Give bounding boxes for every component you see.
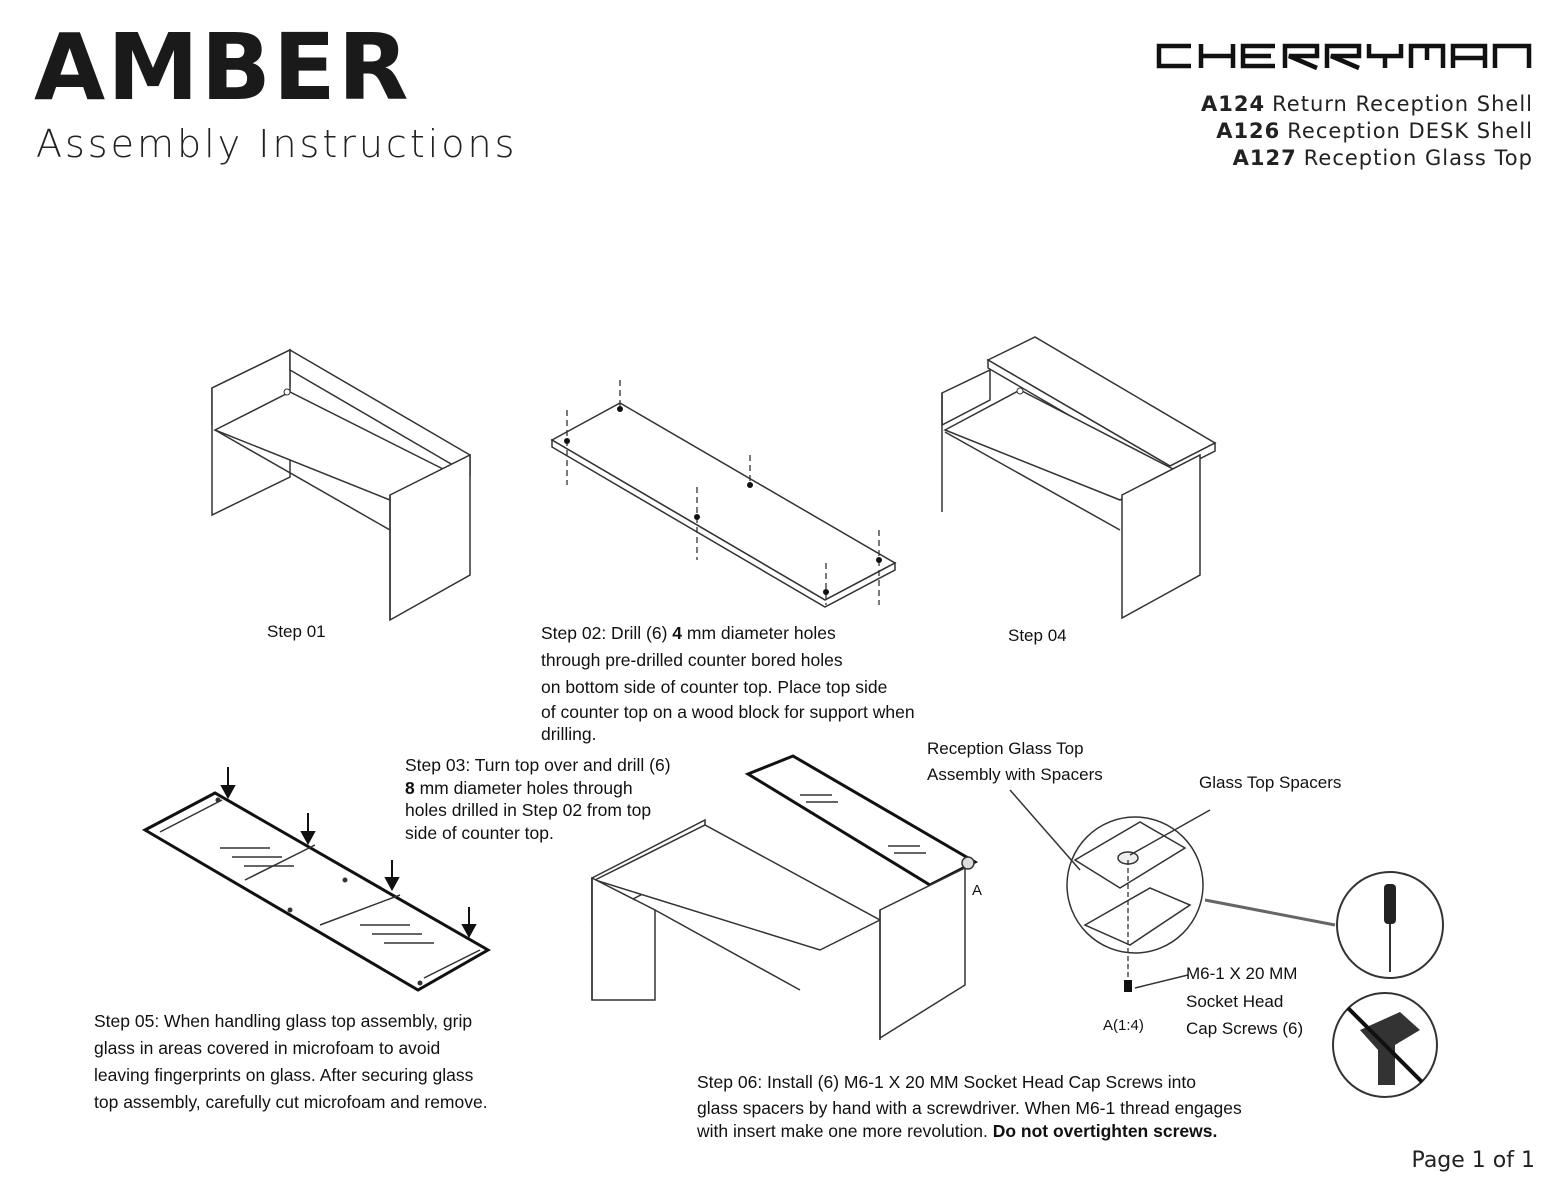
screw-spec-line-3: Cap Screws (6) bbox=[1186, 1019, 1304, 1038]
step05-instructions: Step 05: When handling glass top assembl… bbox=[94, 1011, 488, 1112]
screwdriver-icon bbox=[1336, 871, 1444, 979]
step05-glass-top-illustration bbox=[141, 767, 492, 992]
step04-desk-with-counter-illustration bbox=[941, 336, 1217, 620]
step04-caption: Step 04 bbox=[1008, 626, 1067, 645]
detail-a-marker: A bbox=[972, 882, 983, 899]
page-number: Page 1 of 1 bbox=[1411, 1148, 1535, 1173]
step02-instructions: Step 02: Drill (6) 4 mm diameter holes t… bbox=[541, 623, 915, 744]
step01-caption: Step 01 bbox=[267, 622, 326, 641]
glass-top-assembly-label-1: Reception Glass Top bbox=[927, 739, 1084, 758]
document-title: AMBER bbox=[34, 14, 411, 121]
document-subtitle: Assembly Instructions bbox=[36, 122, 518, 166]
detail-a-magnified-view bbox=[1009, 789, 1336, 992]
detail-a-scale-label: A(1:4) bbox=[1103, 1017, 1144, 1034]
no-power-drill-icon bbox=[1332, 992, 1438, 1098]
step03-instructions: Step 03: Turn top over and drill (6) 8 m… bbox=[405, 755, 671, 843]
screw-spec-line-1: M6-1 X 20 MM bbox=[1186, 964, 1298, 983]
brand-logo bbox=[1156, 43, 1532, 71]
screw-spec-line-2: Socket Head bbox=[1186, 992, 1284, 1011]
step02-counter-top-illustration bbox=[550, 380, 897, 608]
glass-top-assembly-label-2: Assembly with Spacers bbox=[927, 765, 1103, 784]
step01-desk-shell-illustration bbox=[211, 348, 471, 622]
glass-top-spacers-label: Glass Top Spacers bbox=[1199, 773, 1342, 792]
step06-instructions: Step 06: Install (6) M6-1 X 20 MM Socket… bbox=[697, 1072, 1242, 1141]
step06-full-assembly-illustration bbox=[591, 754, 979, 1040]
